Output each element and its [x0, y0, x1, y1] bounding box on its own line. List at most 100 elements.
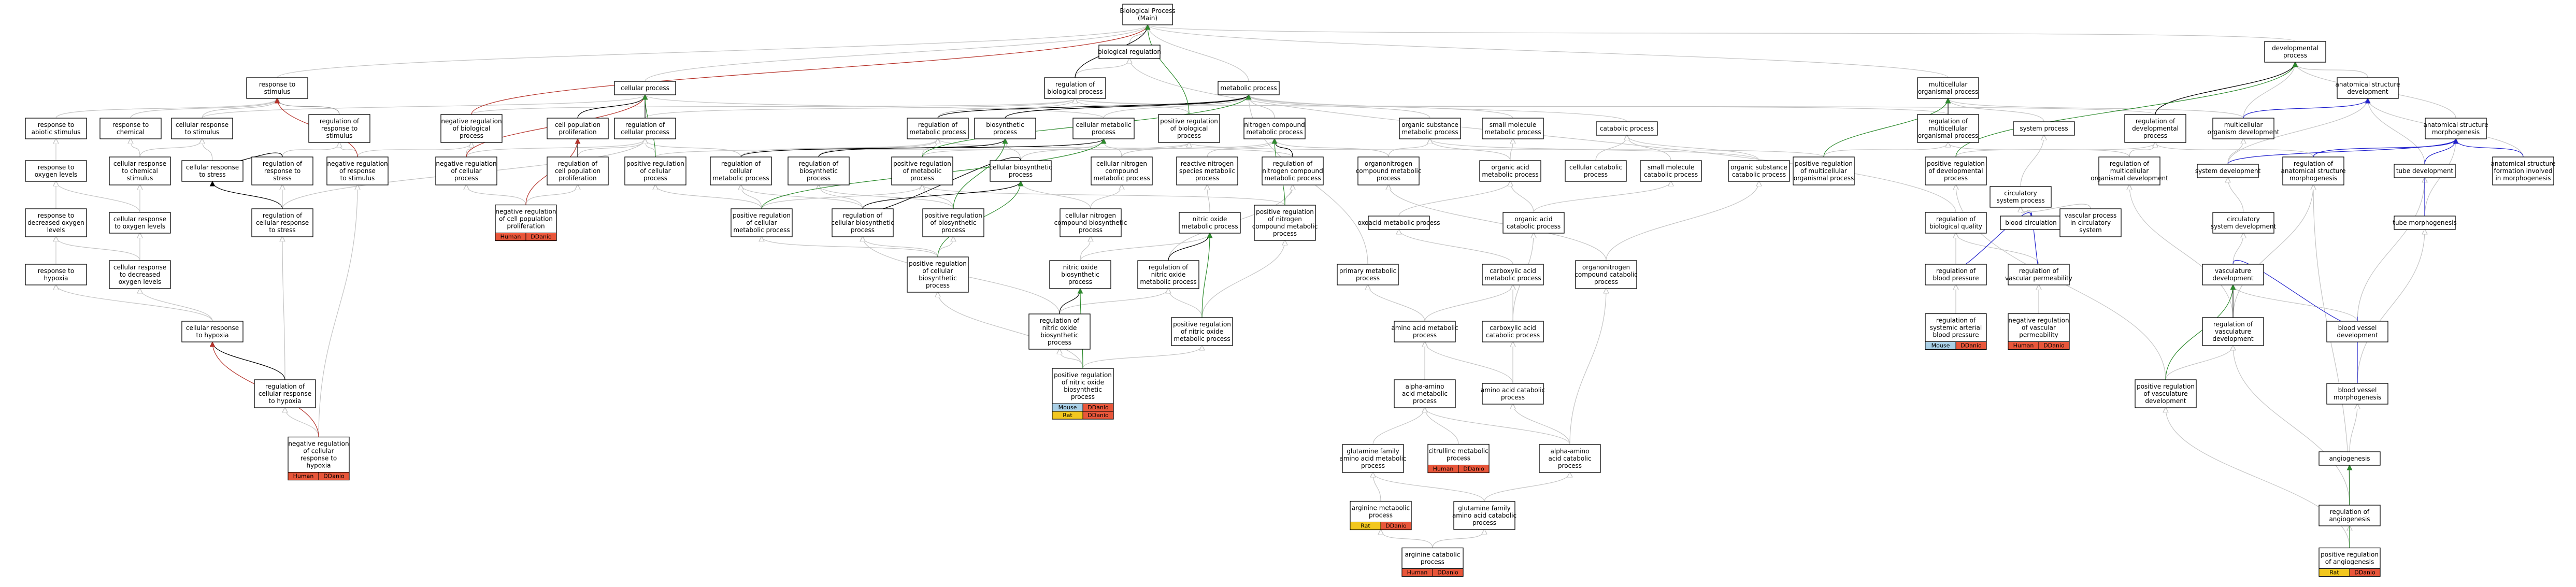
go-term-system-proc[interactable]: system process — [2013, 121, 2075, 136]
go-term-blood-circ[interactable]: blood circulation — [2000, 216, 2062, 230]
go-term-cell-proc[interactable]: cellular process — [614, 81, 676, 95]
go-term-angiogenesis[interactable]: angiogenesis — [2319, 451, 2381, 466]
go-term-catab-proc[interactable]: catabolic process — [1596, 121, 1658, 136]
go-term-bp[interactable]: Biological Process(Main) — [1120, 4, 1176, 25]
go-term-tube-dev[interactable]: tube development — [2394, 164, 2456, 178]
go-term-tube-morph[interactable]: tube morphogenesis — [2393, 216, 2457, 230]
go-term-met-proc[interactable]: metabolic process — [1218, 81, 1280, 95]
go-term-system-dev[interactable]: system development — [2195, 164, 2261, 178]
go-term-oxoacid-met[interactable]: oxoacid metabolic process — [1357, 216, 1440, 230]
